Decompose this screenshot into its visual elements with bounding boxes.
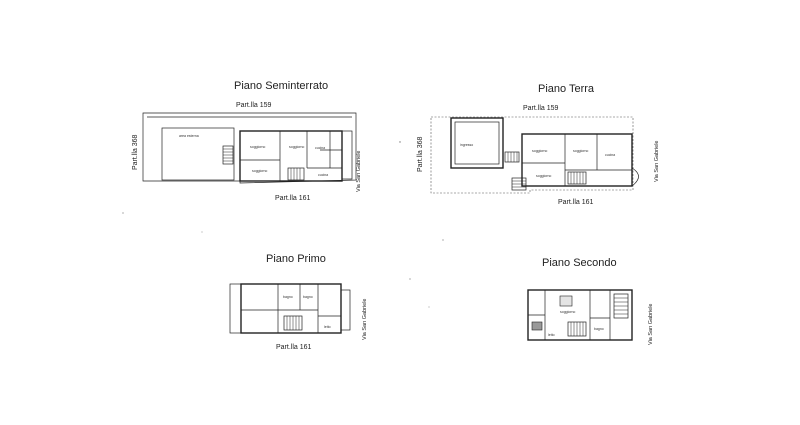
- room-label: soggiorno: [250, 145, 265, 149]
- basement-area: [161, 127, 235, 181]
- stair-inner: [567, 321, 587, 337]
- street-label: Via San Gabriele: [362, 299, 368, 340]
- plan-terra: Piano Terra Part.lla 159 Part.lla 161 Pa…: [417, 83, 660, 206]
- room-label: soggiorno: [289, 145, 304, 149]
- street-label: Via San Gabriele: [356, 151, 362, 192]
- parcel-top-label: Part.lla 159: [523, 105, 559, 112]
- stair-right: [613, 293, 629, 319]
- room-label: soggiorno: [252, 169, 267, 173]
- interior-walls: [241, 284, 341, 333]
- building-outline: [521, 133, 633, 187]
- shaded-block: [531, 321, 543, 331]
- plan-primo: Piano Primo Part.lla 161 Via San Gabriel…: [229, 253, 368, 351]
- room-label: bagno: [303, 295, 313, 299]
- interior-walls: [522, 134, 632, 186]
- scan-specks: [122, 141, 444, 308]
- room-label: bagno: [594, 327, 604, 331]
- balcony-left: [229, 283, 242, 334]
- bay-window: [631, 167, 639, 187]
- plan-secondo: Piano Secondo Via San Gabriele soggiorno…: [527, 257, 654, 345]
- street-side-wall: [340, 289, 351, 331]
- parcel-bottom-label: Part.lla 161: [276, 344, 312, 351]
- parcel-top-label: Part.lla 159: [236, 102, 272, 109]
- street-label: Via San Gabriele: [654, 141, 660, 182]
- parcel-left-label: Part.lla 368: [417, 136, 424, 172]
- stair-inner: [287, 167, 305, 181]
- room-label: soggiorno: [560, 310, 575, 314]
- annex-inner: [454, 121, 500, 165]
- room-label: cucina: [315, 146, 325, 150]
- room-label: cucina: [605, 153, 615, 157]
- street-label: Via San Gabriele: [648, 304, 654, 345]
- lot-boundary: [430, 116, 634, 194]
- stair: [504, 151, 520, 163]
- plan-seminterrato: Piano Seminterrato Part.lla 159 Part.lla…: [132, 80, 362, 202]
- stair-inner: [283, 315, 303, 331]
- lot-boundary: [142, 112, 357, 184]
- room-label: ingresso: [460, 143, 473, 147]
- room-label: letto: [324, 325, 331, 329]
- street-side-wall: [341, 130, 353, 180]
- plan-title: Piano Secondo: [542, 257, 617, 269]
- room-label: letto: [548, 333, 555, 337]
- stair-external: [511, 177, 527, 191]
- stair-inner: [567, 171, 587, 185]
- room-label: cucina: [318, 173, 328, 177]
- plan-title: Piano Primo: [266, 253, 326, 265]
- room-label: soggiorno: [573, 149, 588, 153]
- interior-walls: [240, 131, 342, 181]
- room-label: soggiorno: [532, 149, 547, 153]
- room-label: soggiorno: [536, 174, 551, 178]
- parcel-bottom-label: Part.lla 161: [558, 199, 594, 206]
- interior-walls: [528, 290, 611, 340]
- plan-title: Piano Terra: [538, 83, 595, 95]
- plan-title: Piano Seminterrato: [234, 80, 328, 92]
- parcel-left-label: Part.lla 368: [132, 134, 139, 170]
- stair: [222, 145, 234, 165]
- parcel-bottom-label: Part.lla 161: [275, 195, 311, 202]
- area-label: area esterna: [179, 134, 199, 138]
- room-label: bagno: [283, 295, 293, 299]
- annex-building: [450, 117, 504, 169]
- shaded-block: [559, 295, 573, 307]
